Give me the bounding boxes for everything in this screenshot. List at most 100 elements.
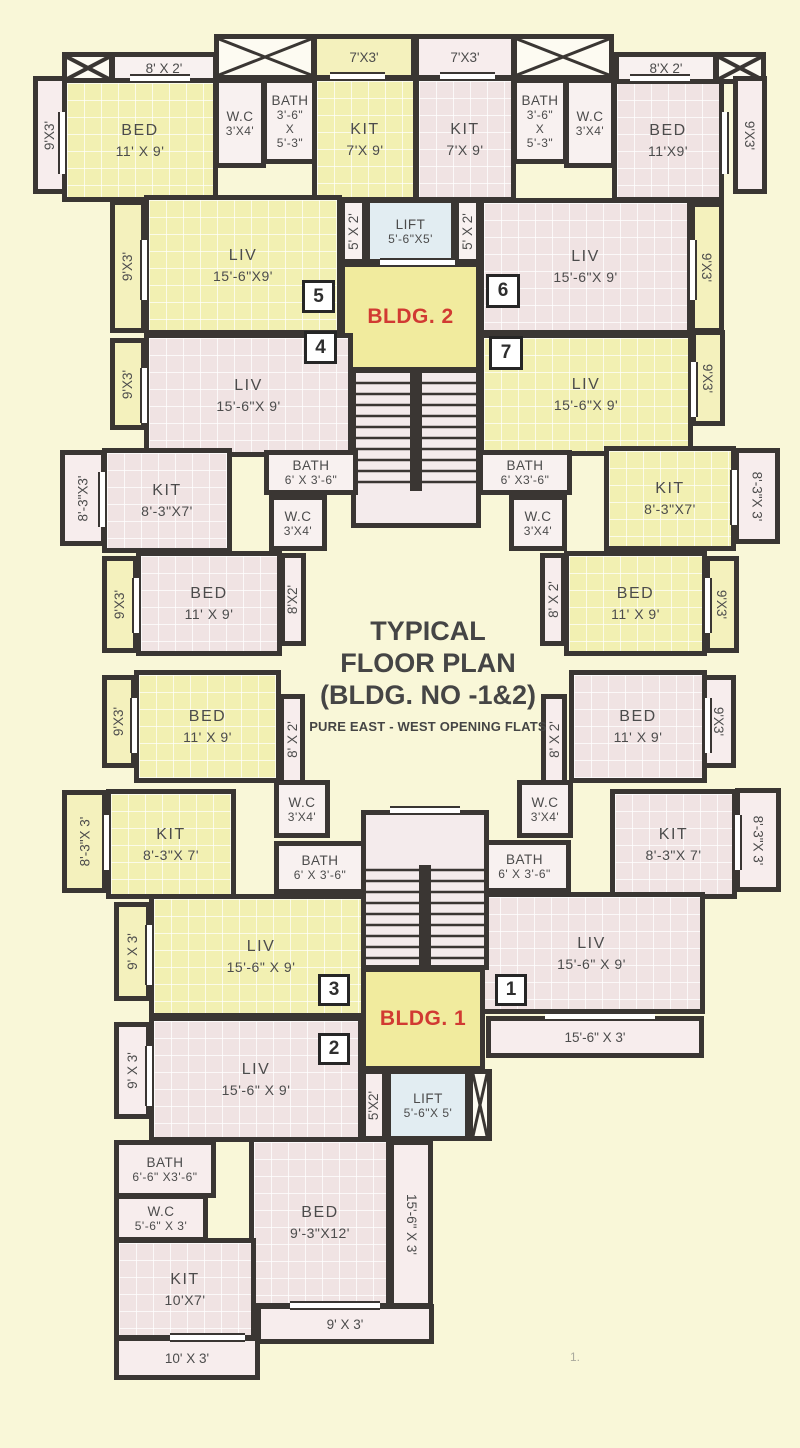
room-kit-unit4: KIT 8'-3"X7' — [102, 448, 232, 553]
balcony-8-3x3-unit1: 8'-3"X 3' — [735, 788, 781, 892]
room-wc-unit6: W.C 3'X4' — [564, 78, 616, 168]
lobby-bldg1: BLDG. 1 — [361, 967, 485, 1071]
lift-top: LIFT 5'-6"X5' — [365, 198, 456, 264]
balcony-label: 9'X3' — [42, 120, 58, 150]
room-bed-unit4: BED 11' X 9' — [136, 551, 282, 656]
balcony-9x3-top-right: 9'X3' — [733, 76, 767, 194]
room-kit-unit6: KIT 7'X 9' — [414, 76, 516, 202]
room-kit-unit7: KIT 8'-3"X7' — [604, 446, 736, 551]
unit-badge-5: 5 — [302, 280, 335, 313]
window — [132, 578, 141, 633]
title-line1: TYPICAL — [370, 616, 486, 646]
balcony-label: 8' X 2' — [545, 581, 561, 618]
window — [720, 112, 729, 174]
balcony-label: 9' X 3' — [125, 1052, 140, 1089]
balcony-label: 7'X3' — [349, 49, 379, 65]
cross-icon — [473, 1074, 487, 1136]
balcony-label: 8'-3"X3' — [75, 475, 91, 521]
balcony-9x3-bed-unit2: 9' X 3' — [256, 1304, 434, 1344]
window — [689, 362, 698, 417]
room-bed-unit2: BED 9'-3"X12' — [249, 1137, 391, 1308]
room-wc-unit7: W.C 3'X4' — [509, 495, 567, 551]
balcony-label: 8'-3"X 3' — [749, 471, 765, 521]
room-liv-unit6: LIV 15'-6"X 9' — [479, 198, 692, 335]
balcony-label: 8'X2' — [285, 584, 301, 615]
room-kit-unit3: KIT 8'-3"X 7' — [106, 789, 236, 899]
room-wc-unit1: W.C 3'X4' — [517, 780, 573, 838]
unit-badge-7: 7 — [489, 336, 523, 370]
room-bath-unit3: BATH 6' X 3'-6" — [274, 841, 366, 894]
balcony-label: 8' X 2' — [145, 60, 183, 76]
room-bed-unit3: BED 11' X 9' — [134, 670, 281, 783]
cross-icon — [517, 39, 609, 75]
balcony-label: 9'X3' — [699, 252, 715, 283]
balcony-label: 10' X 3' — [164, 1350, 210, 1366]
window — [140, 368, 149, 423]
window — [330, 72, 385, 81]
room-liv-unit2: LIV 15'-6" X 9' — [149, 1016, 363, 1142]
balcony-15-6x3-unit2: 15'-6" X 3' — [389, 1140, 433, 1308]
room-bed-unit5: BED 11' X 9' — [62, 78, 218, 202]
balcony-label: 9'X3' — [120, 251, 136, 282]
balcony-label: 9'X3' — [700, 363, 716, 393]
room-liv-unit5: LIV 15'-6"X9' — [144, 195, 342, 335]
room-bath-unit2: BATH 6'-6" X3'-6" — [114, 1140, 216, 1198]
balcony-label: 9'X3' — [112, 589, 128, 620]
balcony-label: 7'X3' — [450, 49, 480, 65]
window — [145, 1046, 154, 1106]
balcony-label: 15'-6" X 3' — [564, 1029, 626, 1045]
window — [440, 72, 495, 81]
room-kit-unit1: KIT 8'-3"X 7' — [610, 789, 737, 899]
balcony-label: 8'-3"X 3' — [750, 815, 766, 865]
room-wc-unit3: W.C 3'X4' — [274, 780, 330, 838]
shaft-5x2-left: 5' X 2' — [340, 198, 367, 264]
window — [145, 925, 154, 985]
balcony-label: 9'X3' — [714, 589, 730, 620]
cross-icon — [719, 57, 761, 79]
balcony-label: 9' X 3' — [326, 1316, 364, 1332]
shaft-label: 5' X 2' — [346, 212, 361, 250]
window — [58, 112, 67, 174]
balcony-label: 9'X3' — [111, 706, 127, 737]
balcony-label: 9'X3' — [711, 706, 727, 737]
shaft-cross-box-top-right — [714, 52, 766, 84]
room-bed-unit7: BED 11' X 9' — [564, 551, 707, 656]
window — [290, 1301, 380, 1310]
window — [730, 470, 739, 525]
shaft-label: 5'X2' — [366, 1090, 382, 1120]
unit-badge-6: 6 — [486, 274, 520, 308]
window — [380, 258, 455, 267]
window — [170, 1333, 245, 1342]
room-wc-unit5: W.C 3'X4' — [214, 78, 266, 168]
balcony-8x2-unit1: 8' X 2' — [541, 694, 567, 785]
room-bath-unit5: BATH 3'-6" X 5'-3" — [262, 78, 318, 164]
window — [630, 74, 690, 83]
window — [102, 815, 111, 870]
balcony-label: 8'X 2' — [649, 60, 683, 76]
bldg2-label: BLDG. 2 — [367, 305, 454, 328]
shaft-label: 5' X 2' — [460, 212, 475, 250]
balcony-label: 8'-3"X 3' — [77, 816, 93, 867]
shaft-cross-box-top-center-left — [214, 34, 316, 80]
window — [130, 698, 139, 753]
unit-badge-2: 2 — [318, 1033, 350, 1065]
shaft-5x2-bottom: 5'X2' — [361, 1069, 387, 1141]
lobby-bldg2: BLDG. 2 — [340, 262, 481, 372]
staircase-top — [351, 368, 481, 528]
bldg1-label: BLDG. 1 — [379, 1007, 467, 1030]
balcony-9x3-liv-unit3: 9' X 3' — [114, 902, 151, 1001]
balcony-8-3x3-unit3: 8'-3"X 3' — [62, 790, 107, 893]
balcony-15-6x3-unit1: 15'-6" X 3' — [486, 1016, 704, 1058]
stairs-icon — [366, 865, 484, 965]
title-subtitle: PURE EAST - WEST OPENING FLATS — [309, 718, 547, 734]
window — [545, 1012, 655, 1021]
room-wc-unit2: W.C 5'-6" X 3' — [114, 1194, 208, 1242]
balcony-label: 9' X 3' — [125, 933, 140, 970]
window — [130, 74, 190, 83]
unit-badge-3: 3 — [318, 974, 350, 1006]
room-bath-unit4: BATH 6' X 3'-6" — [264, 450, 358, 495]
title-line2: FLOOR PLAN — [340, 647, 516, 678]
shaft-cross-box-top-center-right — [512, 34, 614, 80]
window — [140, 240, 149, 300]
